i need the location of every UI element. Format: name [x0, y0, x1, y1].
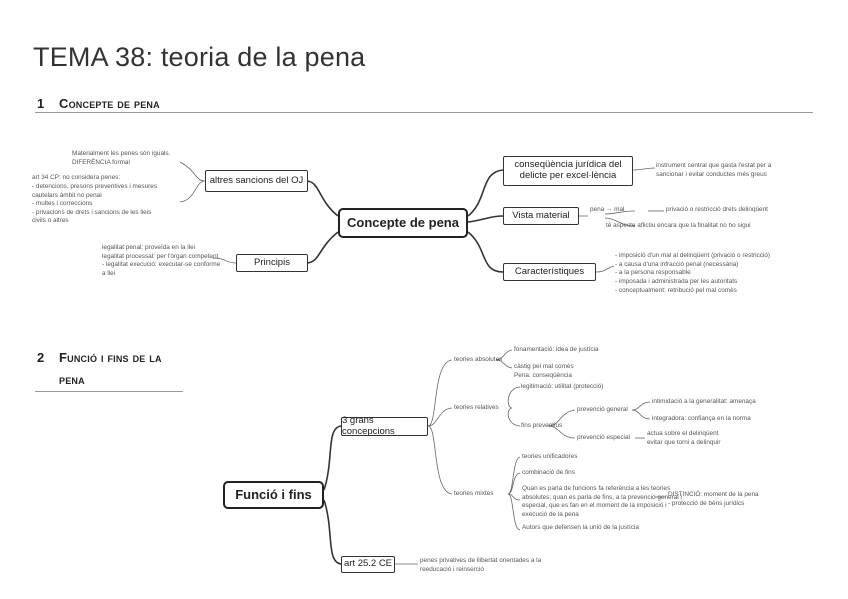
mixtes-note: teories unificadores: [522, 453, 578, 460]
altres-sancions-notes: Materialment les penes són iguals. DIFER…: [32, 150, 170, 226]
section-number: 2: [37, 350, 45, 365]
section-2-rule: [35, 391, 183, 392]
consequencia-juridica-node[interactable]: conseqüència jurídica del delicte per ex…: [503, 156, 633, 186]
mixtes-side-notes: DISTINCIÓ: moment de la pena - protecció…: [668, 491, 759, 508]
vista-material-node[interactable]: Vista material: [503, 207, 579, 225]
aspecte-aflictiu-note: té aspecte aflictiu encara que la finali…: [606, 222, 751, 229]
absolutes-note: fonamentació: idea de justícia: [514, 346, 599, 353]
legitimacio-note: legitimació: utilitat (protecció): [521, 383, 604, 390]
page-title: TEMA 38: teoria de la pena: [33, 42, 366, 72]
note: especial, que es fan en el moment de la …: [522, 502, 667, 510]
principis-notes: legalitat penal: proveïda en la llei leg…: [102, 244, 220, 279]
note: Materialment les penes són iguals.: [72, 150, 171, 157]
art-25-2-ce-node[interactable]: art 25.2 CE: [341, 556, 395, 573]
note: - a la persona responsable: [615, 269, 691, 277]
note: legalitat penal: proveïda en la llei: [102, 244, 196, 251]
note: - a causa d'una infracció penal (necessà…: [615, 260, 739, 268]
pena-mal-note: pena → mal: [590, 206, 625, 213]
note: reeducació i reinserció: [420, 565, 484, 573]
section-2-heading: 2 Funció i fins de la: [37, 350, 162, 365]
section-1-rule: [35, 112, 813, 113]
privacio-drets-note: privació o restricció drets delinqüent: [666, 206, 768, 213]
node-line: delicte per excel·lència: [519, 170, 617, 181]
note: - conceptualment: retribució pel mal com…: [615, 286, 737, 294]
note: art 34 CP: no considera penes:: [32, 174, 121, 182]
consequencia-notes: instrument central que gasta l'estat per…: [656, 162, 771, 179]
note: evitar que torni a delinquir: [647, 438, 721, 446]
mixtes-note: combinació de fins: [522, 469, 575, 476]
mixtes-long-note: Quan es parla de funcions fa referència …: [522, 485, 682, 520]
prevencio-general-note: intimidació a la generalitat: amenaça: [652, 398, 756, 405]
note: Pena: conseqüència: [514, 371, 572, 379]
node-line: conseqüència jurídica del: [514, 159, 622, 171]
section-title: Concepte de pena: [59, 96, 160, 111]
note: instrument central que gasta l'estat per…: [656, 162, 772, 169]
note: - legalitat execució: executar-se confor…: [102, 261, 221, 269]
note: civils o altres: [32, 217, 69, 225]
note: - imposada i administrada per les autori…: [615, 277, 738, 285]
caracteristiques-node[interactable]: Característiques: [503, 263, 596, 281]
note: - privacions de drets i sancions de les …: [32, 208, 152, 216]
note: DISTINCIÓ: moment de la pena: [668, 491, 759, 498]
caracteristiques-notes: - imposició d'un mal al delinqüent (priv…: [615, 252, 770, 295]
note: legalitat processal: per l'òrgan compete…: [102, 252, 219, 260]
teories-mixtes-label: teories mixtes: [454, 490, 494, 497]
teories-absolutes-label: teories absolutes: [454, 356, 503, 363]
mixtes-note: Autors que defensen la unió de la justíc…: [522, 524, 639, 531]
note: - protecció de béns jurídics: [668, 499, 745, 507]
prevencio-general-label: prevenció general: [577, 406, 628, 413]
section-title-line1: Funció i fins de la: [59, 350, 162, 365]
note: sancionar i evitar conductes més greus: [656, 170, 767, 178]
note: actua sobre el delinqüent: [647, 430, 719, 437]
section-number: 1: [37, 96, 45, 111]
note: absolutes; quan es parla de fins, a la p…: [522, 493, 682, 501]
note: - multes i correccions: [32, 200, 93, 208]
grans-concepcions-node[interactable]: 3 grans concepcions: [341, 415, 428, 436]
concepte-de-pena-node[interactable]: Concepte de pena: [338, 208, 468, 238]
absolutes-notes: càstig pel mal comès Pena: conseqüència: [514, 363, 574, 380]
note: DIFERÈNCIA formal: [72, 158, 130, 166]
prevencio-especial-notes: actua sobre el delinqüent evitar que tor…: [647, 430, 721, 447]
prevencio-general-note: integradora: confiança en la norma: [652, 415, 751, 422]
funcio-i-fins-node[interactable]: Funció i fins: [223, 481, 324, 509]
art-25-2-ce-notes: penes privatives de llibertat orientades…: [420, 557, 541, 574]
note: penes privatives de llibertat orientades…: [420, 557, 542, 564]
prevencio-especial-label: prevenció especial: [577, 434, 630, 441]
teories-relatives-label: teories relatives: [454, 404, 499, 411]
note: Quan es parla de funcions fa referència …: [522, 485, 671, 492]
section-1-heading: 1 Concepte de pena: [37, 96, 160, 111]
note: a llei: [102, 269, 116, 277]
note: - imposició d'un mal al delinqüent (priv…: [615, 252, 771, 259]
fins-preventius-label: fins preventius: [521, 422, 563, 429]
note: càstig pel mal comès: [514, 363, 574, 370]
note: cautelars àmbit no penal: [32, 191, 102, 199]
note: - detencions, presons preventives i mesu…: [32, 182, 158, 190]
altres-sancions-node[interactable]: altres sancions del OJ: [205, 170, 308, 192]
principis-node[interactable]: Principis: [236, 254, 308, 272]
note: execució de la pena: [522, 510, 579, 518]
section-title-line2: pena: [59, 372, 85, 387]
